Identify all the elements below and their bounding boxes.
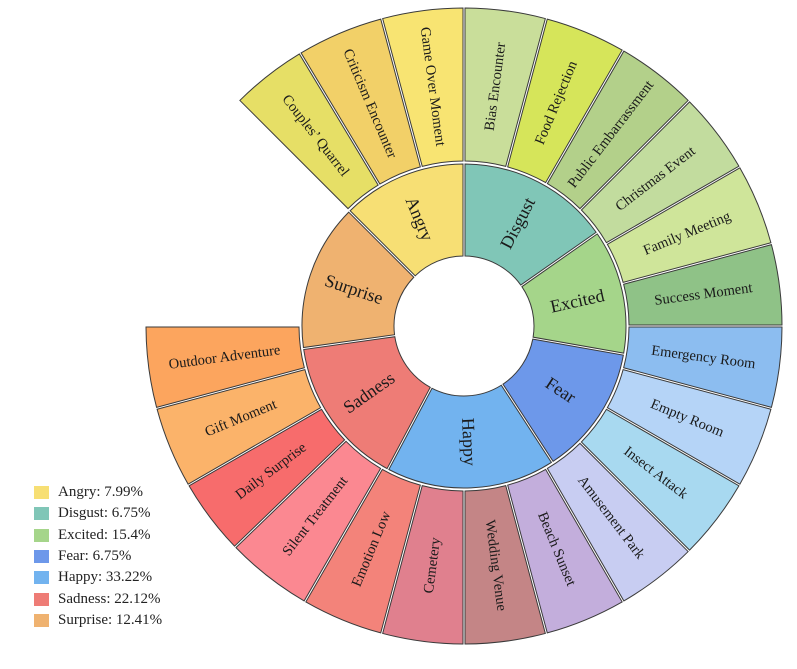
legend-label: Happy: 33.22% xyxy=(58,569,153,586)
legend-swatch xyxy=(34,550,49,564)
legend-swatch xyxy=(34,592,49,606)
outer-segment-empty-room[interactable] xyxy=(606,369,772,485)
legend-item-disgust: Disgust: 6.75% xyxy=(34,503,162,524)
outer-segment-family-meeting[interactable] xyxy=(606,167,772,283)
outer-segment-emergency-room[interactable] xyxy=(623,326,783,408)
outer-segment-public-embarrassment[interactable] xyxy=(546,50,689,210)
legend-swatch xyxy=(34,571,49,585)
inner-label-happy: Happy xyxy=(458,417,480,466)
outer-segment-food-rejection[interactable] xyxy=(507,18,623,184)
legend-swatch xyxy=(34,613,49,627)
outer-segment-couples-quarrel[interactable] xyxy=(239,53,379,210)
legend-swatch xyxy=(34,507,49,521)
legend-label: Excited: 15.4% xyxy=(58,526,151,543)
outer-segment-criticism-encounter[interactable] xyxy=(300,18,421,185)
outer-segment-beach-sunset[interactable] xyxy=(507,468,623,634)
inner-segment-angry[interactable] xyxy=(349,163,464,277)
legend-item-fear: Fear: 6.75% xyxy=(34,546,162,567)
legend: Angry: 7.99% Disgust: 6.75% Excited: 15.4%… xyxy=(34,482,162,631)
inner-segment-surprise[interactable] xyxy=(301,211,415,349)
outer-segment-emotion-low[interactable] xyxy=(305,468,421,634)
inner-segment-happy[interactable] xyxy=(388,384,553,489)
legend-item-happy: Happy: 33.22% xyxy=(34,567,162,588)
inner-segment-excited[interactable] xyxy=(521,233,627,354)
outer-segment-daily-surprise[interactable] xyxy=(188,408,346,547)
legend-item-excited: Excited: 15.4% xyxy=(34,525,162,546)
outer-segment-bias-encounter[interactable] xyxy=(464,7,546,167)
outer-segment-christmas-event[interactable] xyxy=(580,101,740,244)
legend-label: Fear: 6.75% xyxy=(58,548,132,565)
legend-swatch xyxy=(34,486,49,500)
outer-label-cemetery: Cemetery xyxy=(421,536,444,595)
legend-swatch xyxy=(34,528,49,542)
legend-label: Angry: 7.99% xyxy=(58,484,143,501)
outer-segment-outdoor-adventure[interactable] xyxy=(145,326,305,408)
legend-item-surprise: Surprise: 12.41% xyxy=(34,610,162,631)
legend-label: Sadness: 22.12% xyxy=(58,590,161,607)
legend-item-sadness: Sadness: 22.12% xyxy=(34,588,162,609)
outer-segment-wedding-venue[interactable] xyxy=(464,485,546,645)
inner-segment-disgust[interactable] xyxy=(464,163,597,286)
outer-segment-cemetery[interactable] xyxy=(382,485,464,645)
outer-segment-game-over-moment[interactable] xyxy=(382,7,464,167)
inner-segment-sadness[interactable] xyxy=(303,336,431,470)
legend-item-angry: Angry: 7.99% xyxy=(34,482,162,503)
outer-segment-silent-treatment[interactable] xyxy=(235,440,382,602)
outer-segment-insect-attack[interactable] xyxy=(580,408,740,551)
outer-segment-amusement-park[interactable] xyxy=(546,442,689,602)
legend-label: Surprise: 12.41% xyxy=(58,611,163,628)
legend-label: Disgust: 6.75% xyxy=(58,505,151,522)
inner-segment-fear[interactable] xyxy=(502,338,624,463)
outer-segment-success-moment[interactable] xyxy=(623,244,783,326)
outer-segment-gift-moment[interactable] xyxy=(156,369,322,485)
